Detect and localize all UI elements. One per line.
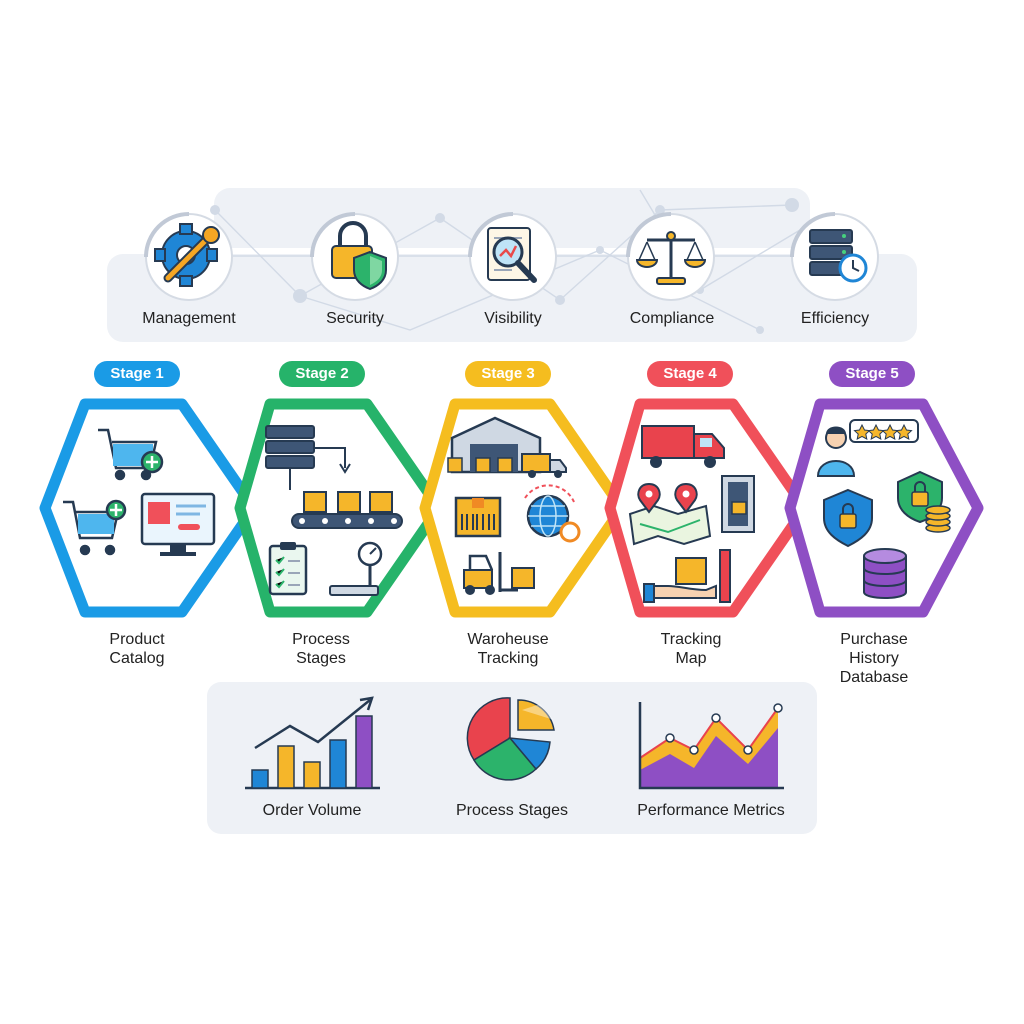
magnifier-document-icon	[468, 212, 557, 301]
stage-4-label: Tracking Map	[660, 631, 722, 667]
shopping-cart-add-icon	[63, 499, 127, 556]
weighing-scale-icon	[329, 541, 383, 596]
padlock-shield-icon	[310, 212, 399, 301]
stage-3-badge: Stage 3	[465, 361, 551, 387]
stage-1-label: Product Catalog	[109, 631, 165, 667]
security-label: Security	[326, 310, 384, 327]
forklift-icon	[463, 552, 535, 595]
area-chart-icon	[638, 702, 784, 790]
stage-1-badge: Stage 1	[94, 361, 180, 387]
barcode-box-icon	[454, 496, 502, 538]
shield-database-icon	[897, 470, 951, 533]
top-panel	[107, 188, 917, 342]
performance-metrics-label: Performance Metrics	[637, 802, 785, 819]
compliance-label: Compliance	[629, 310, 715, 327]
stage-3-label: Waroheuse Tracking	[467, 631, 549, 667]
stage-5-label: Purchase History Database	[839, 631, 909, 686]
door-delivery-icon	[721, 475, 755, 533]
server-clock-icon	[790, 212, 879, 301]
bottom-panel	[207, 682, 817, 834]
conveyor-belt-icon	[291, 491, 403, 529]
server-rack-icon	[265, 425, 315, 469]
process-stages-label: Process Stages	[455, 802, 569, 819]
warehouse-truck-icon	[447, 416, 567, 478]
stage-2-badge: Stage 2	[279, 361, 365, 387]
shield-lock-icon	[823, 488, 873, 548]
scales-icon	[626, 212, 715, 301]
order-volume-label: Order Volume	[262, 802, 362, 819]
visibility-label: Visibility	[484, 310, 542, 327]
map-pins-icon	[628, 482, 712, 546]
pie-chart-icon	[466, 697, 555, 781]
hand-package-icon	[643, 549, 731, 603]
management-label: Management	[142, 310, 236, 327]
efficiency-label: Efficiency	[800, 310, 870, 327]
stage-2-label: Process Stages	[292, 631, 350, 667]
customer-review-icon	[816, 419, 919, 477]
delivery-truck-icon	[641, 425, 725, 468]
database-icon	[863, 548, 907, 599]
checklist-clipboard-icon	[268, 542, 308, 596]
stage-row	[39, 398, 984, 618]
stage-5-badge: Stage 5	[829, 361, 915, 387]
stage-5-frame	[784, 398, 984, 618]
desktop-shop-icon	[140, 492, 216, 556]
globe-tracking-icon	[524, 484, 581, 543]
gear-wrench-icon	[144, 212, 233, 301]
stage-4-badge: Stage 4	[647, 361, 733, 387]
bar-chart-icon	[245, 696, 380, 790]
shopping-cart-icon	[98, 428, 164, 481]
